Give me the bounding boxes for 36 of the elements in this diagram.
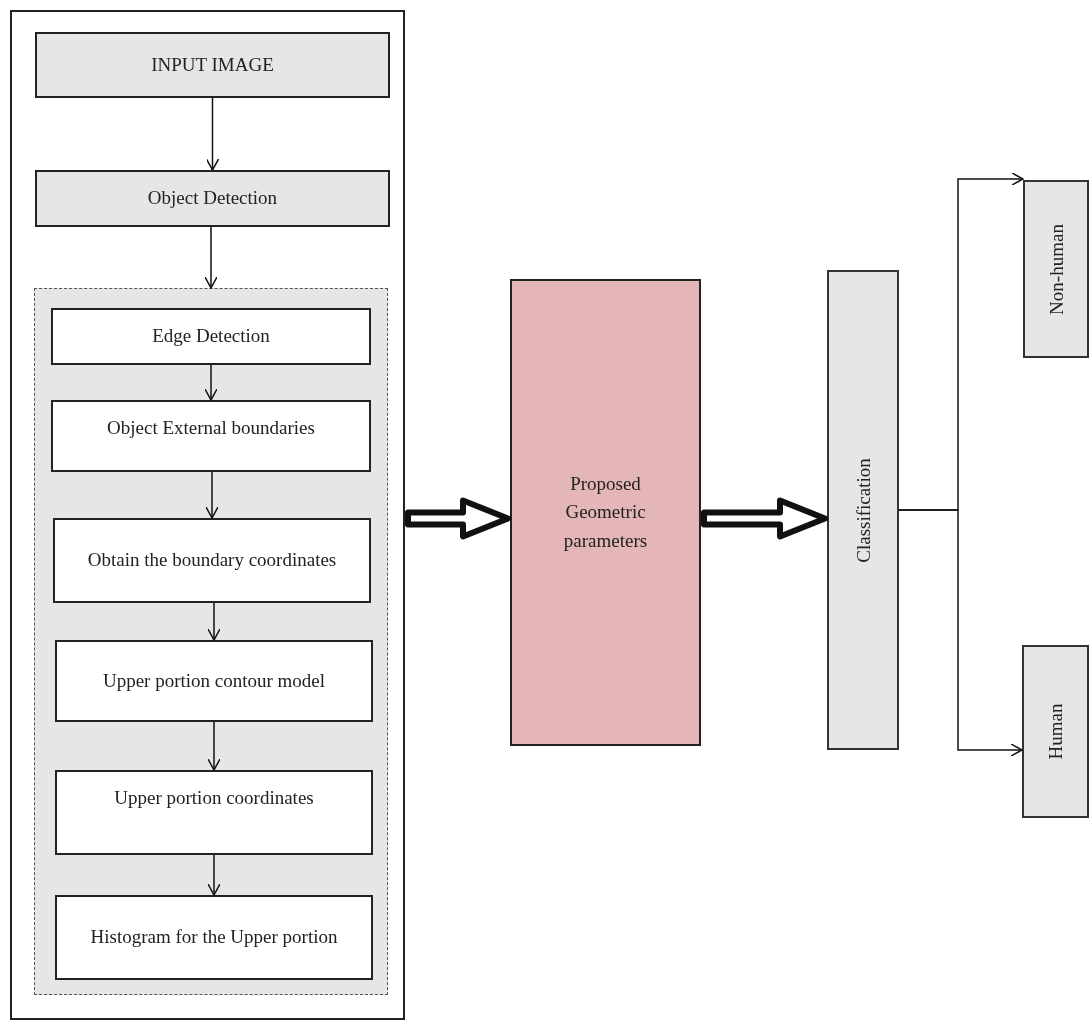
node-label: Edge Detection bbox=[152, 324, 270, 349]
node-label: Object External boundaries bbox=[107, 416, 315, 440]
process-box bbox=[1023, 180, 1089, 358]
arrow bbox=[205, 471, 219, 519]
arrow bbox=[207, 602, 221, 641]
process-box bbox=[1022, 645, 1089, 818]
node-label: Histogram for the Upper portion bbox=[90, 925, 338, 950]
node-label: Classification bbox=[853, 457, 873, 563]
process-box bbox=[55, 770, 373, 855]
arrow bbox=[207, 854, 221, 896]
arrow bbox=[207, 721, 221, 771]
node-label: Object Detection bbox=[147, 186, 278, 211]
process-box bbox=[55, 895, 373, 980]
block-arrow bbox=[405, 497, 511, 540]
node-label: Non-human bbox=[1046, 223, 1066, 315]
process-box bbox=[827, 270, 899, 750]
node-label: Human bbox=[1046, 703, 1065, 760]
process-box bbox=[53, 518, 371, 603]
node-label: Upper portion coordinates bbox=[114, 786, 314, 810]
process-box bbox=[35, 170, 390, 227]
outer-frame bbox=[10, 10, 405, 1020]
arrow bbox=[204, 226, 218, 289]
node-label: INPUT IMAGE bbox=[151, 52, 274, 77]
process-box bbox=[510, 279, 701, 746]
arrow bbox=[898, 509, 1023, 757]
block-arrow bbox=[701, 497, 828, 540]
node-label: Proposed Geometric parameters bbox=[562, 471, 649, 553]
node-label: Obtain the boundary coordinates bbox=[87, 548, 337, 573]
arrow bbox=[205, 97, 220, 171]
process-box bbox=[51, 308, 371, 365]
process-box bbox=[55, 640, 373, 722]
node-label: Upper portion contour model bbox=[102, 668, 326, 693]
arrow bbox=[204, 364, 218, 401]
process-box bbox=[35, 32, 390, 98]
dashed-group-box bbox=[34, 288, 388, 995]
process-box bbox=[51, 400, 371, 472]
